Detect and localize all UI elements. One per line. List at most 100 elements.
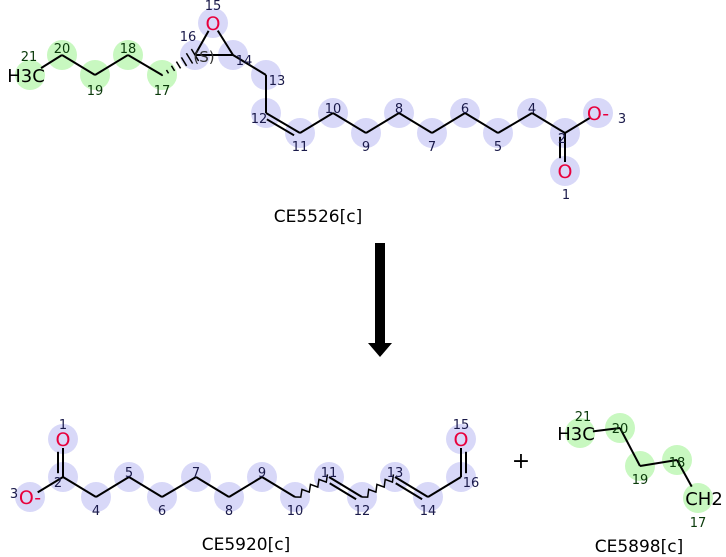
atom-number: 19 [632,473,649,488]
atom-symbol: CH2 [685,489,723,510]
atom-symbol: H3C [557,424,595,445]
atom-number: 14 [236,54,253,69]
bond [676,459,693,488]
stereo-hash-bond [160,73,164,77]
atom-number: 11 [292,140,309,155]
atom-number: 21 [21,50,38,65]
atom-symbol: H3C [7,66,45,87]
atom-highlight [446,424,476,454]
atom-number: 16 [463,476,480,491]
atom-number: 9 [258,466,266,481]
bond [564,116,591,134]
bond [431,112,466,134]
reaction-arrow-shaft [375,243,385,343]
bond [261,476,296,498]
bond [299,112,334,134]
bond [194,30,210,56]
atom-number: 21 [575,410,592,425]
atom-symbol: O- [19,487,41,509]
bond [619,427,641,467]
atom-number: 4 [92,504,100,519]
bond [128,476,163,498]
atom-number: 5 [125,466,133,481]
atom-number: 12 [354,504,371,519]
atom-number: 5 [494,140,502,155]
atom-number: 10 [287,504,304,519]
double-bond-line [266,118,295,137]
wavy-bond [294,474,329,498]
bond [464,112,499,134]
atom-number: 13 [387,466,404,481]
bond [40,54,63,69]
bond [265,112,301,134]
atom-number: 6 [158,504,166,519]
plus-sign: + [511,449,531,474]
atom-number: 1 [562,188,570,203]
bond [216,30,234,56]
atom-number: 2 [558,132,566,147]
atom-highlight [198,8,228,38]
stereo-hash-bond [185,52,194,64]
bond [592,427,621,433]
atom-highlight [15,60,45,90]
atom-number: 4 [528,102,536,117]
stereo-label: (S) [193,48,214,66]
bond [94,54,129,76]
bond [62,476,97,498]
bond [365,112,400,134]
atom-highlight [683,483,713,513]
atom-symbol: O [454,429,469,451]
atom-symbol: O- [587,103,609,125]
atom-number: 3 [10,487,18,502]
bond [61,54,96,76]
atom-number: 11 [321,466,338,481]
bond [232,54,267,76]
atom-number: 10 [325,102,342,117]
stereo-hash-bond [165,69,170,74]
atom-number: 12 [251,112,268,127]
bond [332,112,367,134]
atom-number: 17 [690,516,707,531]
bond [195,476,230,498]
stereo-hash-bond [175,61,182,69]
atom-number: 7 [428,140,436,155]
atom-symbol: O [56,429,71,451]
atom-number: 8 [225,504,233,519]
atom-number: 9 [362,140,370,155]
atom-number: 15 [453,418,470,433]
atom-highlight [583,98,613,128]
bond [639,459,678,467]
wavy-bond [361,474,395,498]
bond [328,476,363,498]
atom-number: 14 [420,504,437,519]
reaction-arrow-head [368,343,392,357]
atom-number: 7 [192,466,200,481]
stereo-hash-bond [170,65,176,72]
atom-symbol: O [558,161,573,183]
atom-number: 3 [618,112,626,127]
bond [37,476,64,494]
bond [531,112,566,134]
stereo-hash-bond [180,57,188,67]
atom-highlight [48,424,78,454]
bond [228,476,263,498]
atom-number: 8 [395,102,403,117]
bond [398,112,433,134]
atom-highlight [15,482,45,512]
bond [127,54,163,76]
atom-number: 16 [180,30,197,45]
double-bond-line [395,482,423,501]
product1-name: CE5920[c] [201,535,291,555]
bond [394,476,429,498]
product2-name: CE5898[c] [594,537,684,557]
atom-number: 17 [154,84,171,99]
atom-number: 13 [269,74,286,89]
atom-number: 15 [205,0,222,14]
atom-number: 18 [120,42,137,57]
double-bond-line [329,482,357,501]
atom-number: 6 [461,102,469,117]
atom-number: 18 [669,456,686,471]
bond [95,476,130,498]
atom-number: 20 [612,422,629,437]
